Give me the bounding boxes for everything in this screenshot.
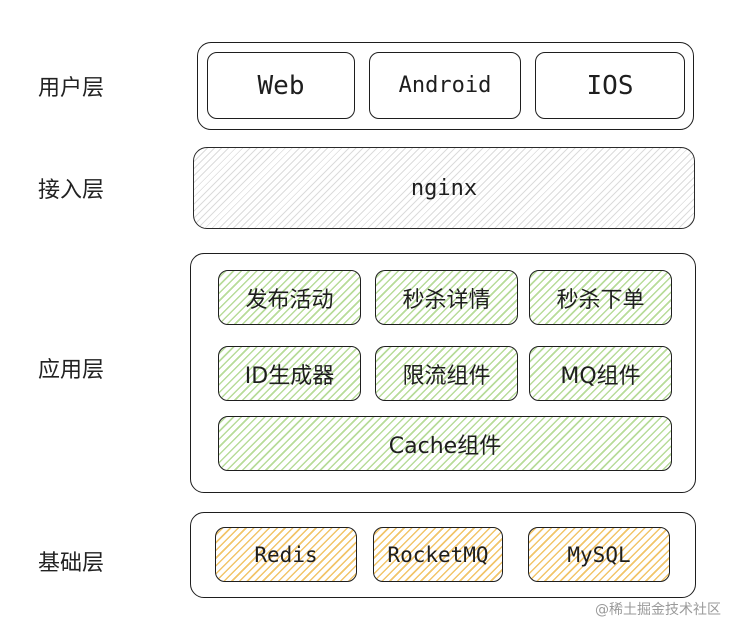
base-layer-container: Redis RocketMQ MySQL bbox=[190, 512, 696, 598]
layer-label-access: 接入层 bbox=[38, 178, 105, 203]
layer-label-user: 用户层 bbox=[38, 76, 105, 101]
layer-label-base: 基础层 bbox=[38, 551, 105, 576]
android-box: Android bbox=[369, 52, 521, 119]
layer-label-application: 应用层 bbox=[38, 358, 105, 383]
web-box: Web bbox=[207, 52, 355, 119]
user-layer-container: Web Android IOS bbox=[197, 42, 694, 130]
seckill-order-box: 秒杀下单 bbox=[529, 270, 672, 325]
redis-box: Redis bbox=[215, 527, 357, 582]
mq-component-box: MQ组件 bbox=[529, 346, 672, 401]
id-generator-box: ID生成器 bbox=[218, 346, 361, 401]
mysql-box: MySQL bbox=[528, 527, 670, 582]
nginx-box: nginx bbox=[193, 147, 695, 229]
rate-limit-box: 限流组件 bbox=[375, 346, 518, 401]
application-layer-container: 发布活动 秒杀详情 秒杀下单 ID生成器 限流组件 MQ组件 Cache组件 bbox=[190, 253, 696, 493]
watermark: @稀土掘金技术社区 bbox=[595, 602, 721, 618]
cache-component-box: Cache组件 bbox=[218, 416, 672, 471]
ios-box: IOS bbox=[535, 52, 685, 119]
seckill-detail-box: 秒杀详情 bbox=[375, 270, 518, 325]
publish-activity-box: 发布活动 bbox=[218, 270, 361, 325]
rocketmq-box: RocketMQ bbox=[373, 527, 503, 582]
